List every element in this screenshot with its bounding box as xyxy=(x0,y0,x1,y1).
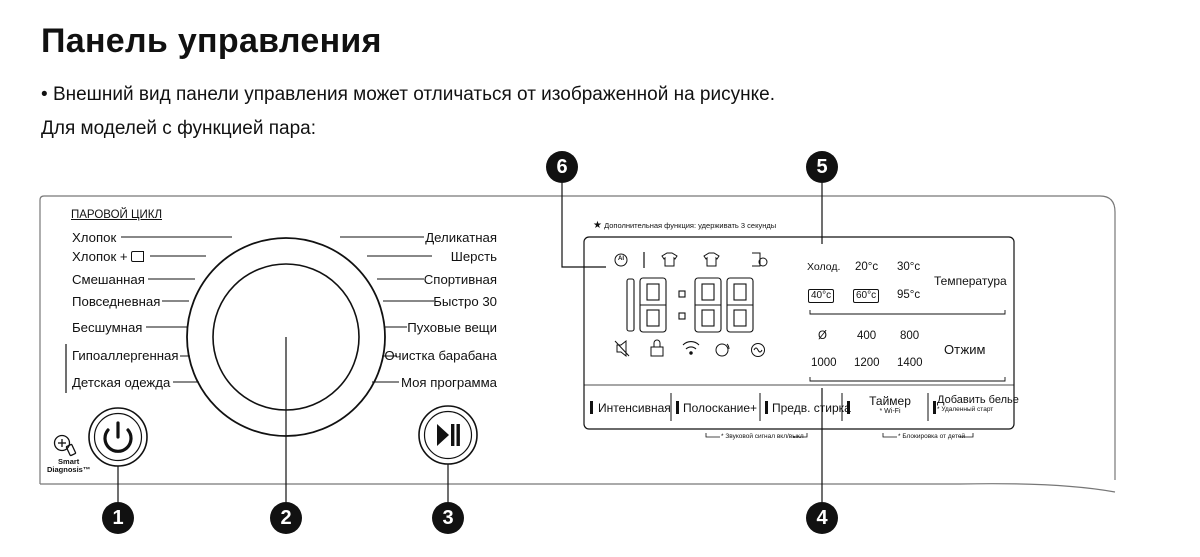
temp-20: 20°c xyxy=(855,261,879,273)
callout-6: 6 xyxy=(546,151,578,183)
temp-30: 30°c xyxy=(897,261,921,273)
button-separators xyxy=(670,393,929,421)
timer-label: Таймер xyxy=(869,394,911,408)
steam-models-subtitle: Для моделей с функцией пара: xyxy=(41,118,317,139)
temp-95: 95°c xyxy=(897,289,921,301)
program-wool[interactable]: Шерсть xyxy=(450,249,497,264)
smart-diagnosis-line2: Diagnosis™ xyxy=(47,465,91,474)
bullet: • xyxy=(41,84,53,105)
sound-toggle-hint: * Звуковой сигнал вкл/выкл xyxy=(721,433,804,440)
mute-icon xyxy=(614,339,630,358)
remote-start-hint: * Удаленный старт xyxy=(937,406,994,413)
play-pause-icon xyxy=(437,424,460,446)
spin-1000: 1000 xyxy=(811,357,837,369)
program-dial[interactable] xyxy=(187,238,385,436)
callout-4: 4 xyxy=(806,502,838,534)
steam-icon xyxy=(751,343,765,357)
program-cotton-plus[interactable]: Хлопок + xyxy=(72,249,145,264)
power-icon xyxy=(103,421,133,453)
steam-cycle-label: ПАРОВОЙ ЦИКЛ xyxy=(71,209,163,221)
temp-cold: Холод. xyxy=(807,261,841,273)
temp-60: 60°c xyxy=(853,289,880,303)
program-duvet[interactable]: Пуховые вещи xyxy=(407,320,497,335)
temperature-button[interactable]: Температура xyxy=(934,274,1007,288)
shirt-steam-icon xyxy=(703,252,720,267)
add-laundry-label: Добавить белье xyxy=(937,394,1019,406)
spin-400: 400 xyxy=(857,330,877,342)
program-hypoallergenic[interactable]: Гипоаллергенная xyxy=(72,348,179,363)
extra-function-note-text: Дополнительная функция: удерживать 3 сек… xyxy=(604,221,777,230)
program-quick-30[interactable]: Быстро 30 xyxy=(433,294,497,309)
shirt-icon xyxy=(661,252,678,267)
smart-diagnosis-label: Smart Diagnosis™ xyxy=(47,458,90,474)
ai-icon-label: AI xyxy=(618,256,624,262)
child-lock-hint: * Блокировка от детей xyxy=(898,433,966,440)
intensive-button[interactable]: Интенсивная xyxy=(598,401,671,415)
button-indicators xyxy=(590,401,936,414)
smart-diagnosis-icon xyxy=(53,434,77,457)
appearance-note-text: Внешний вид панели управления может отли… xyxy=(52,84,775,105)
spin-1200: 1200 xyxy=(854,357,880,369)
program-cotton[interactable]: Хлопок xyxy=(72,230,117,245)
program-delicates[interactable]: Деликатная xyxy=(425,230,497,245)
spin-no-spin: Ø xyxy=(818,330,827,342)
callout-3: 3 xyxy=(432,502,464,534)
timer-button[interactable]: Таймер * Wi-Fi xyxy=(855,394,925,415)
program-sportswear[interactable]: Спортивная xyxy=(423,272,497,287)
temp-60-tag: 60°c xyxy=(853,289,880,303)
dial-leaders-left xyxy=(121,236,232,383)
remote-start-icon xyxy=(715,343,730,357)
child-lock-icon xyxy=(650,339,664,357)
wifi-icon xyxy=(682,341,700,355)
program-mixed[interactable]: Смешанная xyxy=(72,272,145,287)
extra-function-note: ★ Дополнительная функция: удерживать 3 с… xyxy=(593,220,776,231)
spin-button[interactable]: Отжим xyxy=(944,342,986,357)
eco-tag-icon xyxy=(131,251,145,262)
display-box xyxy=(583,236,1015,430)
callout-5: 5 xyxy=(806,151,838,183)
panel-outline xyxy=(39,195,1116,484)
temp-40: 40°c xyxy=(808,289,835,303)
dial-leaders-right xyxy=(340,236,434,383)
leader-6 xyxy=(561,183,606,268)
add-laundry-button[interactable]: Добавить белье * Удаленный старт xyxy=(937,394,1019,413)
spin-1400: 1400 xyxy=(897,357,923,369)
prewash-button[interactable]: Предв. стирка xyxy=(772,401,851,415)
smart-diagnosis-line1: Smart xyxy=(58,457,80,466)
program-everyday[interactable]: Повседневная xyxy=(72,294,161,309)
callout-1: 1 xyxy=(102,502,134,534)
program-my-cycle[interactable]: Моя программа xyxy=(400,375,497,390)
callout-2: 2 xyxy=(270,502,302,534)
program-baby-wear[interactable]: Детская одежда xyxy=(72,375,171,390)
ai-icon xyxy=(614,253,628,267)
program-quiet[interactable]: Бесшумная xyxy=(72,320,143,335)
rinse-plus-button[interactable]: Полоскание+ xyxy=(683,401,758,415)
asterisk-icon: ★ xyxy=(593,220,602,231)
page-title: Панель управления xyxy=(41,22,382,60)
start-pause-button[interactable] xyxy=(419,406,477,464)
seven-segment-display xyxy=(626,277,754,333)
appearance-note: • Внешний вид панели управления может от… xyxy=(41,84,775,106)
temp-40-tag: 40°c xyxy=(808,289,835,303)
panel-bottom-edge xyxy=(40,483,1116,493)
drum-clean-icon xyxy=(752,252,768,267)
program-cotton-plus-label: Хлопок + xyxy=(72,249,128,264)
spin-800: 800 xyxy=(900,330,920,342)
timer-wifi-hint: * Wi-Fi xyxy=(879,408,901,415)
power-button[interactable] xyxy=(89,408,147,466)
program-tub-clean[interactable]: Очистка барабана xyxy=(384,348,497,363)
